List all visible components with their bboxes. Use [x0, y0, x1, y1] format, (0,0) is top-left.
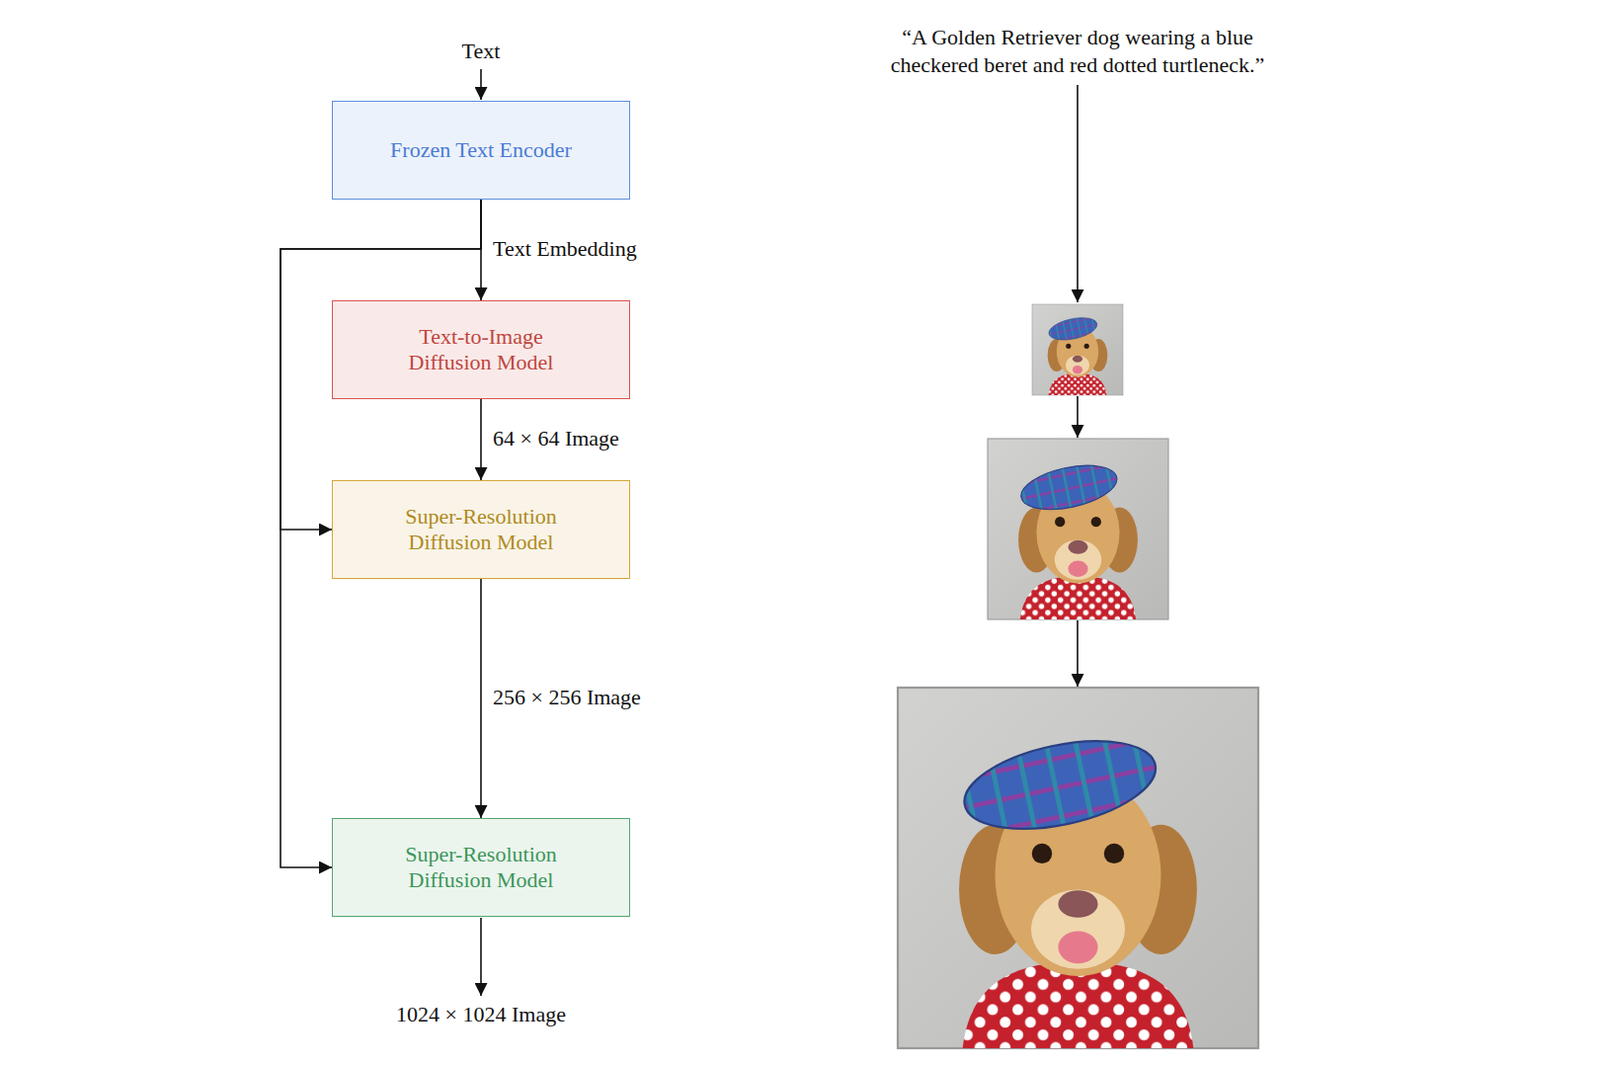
- box-label: Text-to-Image Diffusion Model: [387, 323, 575, 376]
- box-label: Super-Resolution Diffusion Model: [387, 841, 575, 893]
- connector-arrow: [480, 578, 482, 818]
- process-box: Super-Resolution Diffusion Model: [331, 480, 631, 579]
- dog-image-medium: [987, 438, 1169, 620]
- process-box: Text-to-Image Diffusion Model: [331, 300, 631, 400]
- connector-arrow: [480, 399, 482, 480]
- text-label: “A Golden Retriever dog wearing a blue c…: [855, 23, 1300, 80]
- box-label: Frozen Text Encoder: [390, 137, 572, 163]
- dog-image-small: [1032, 304, 1123, 396]
- text-label: Text: [462, 37, 501, 66]
- edge-label: 256 × 256 Image: [490, 684, 643, 711]
- process-box: Super-Resolution Diffusion Model: [331, 817, 631, 917]
- dog-image-large: [897, 687, 1259, 1048]
- edge-label: Text Embedding: [490, 236, 640, 262]
- edge-label: 64 × 64 Image: [490, 425, 622, 452]
- box-label: Super-Resolution Diffusion Model: [387, 503, 575, 556]
- text-label: 1024 × 1024 Image: [396, 1000, 566, 1029]
- process-box: Frozen Text Encoder: [331, 100, 631, 200]
